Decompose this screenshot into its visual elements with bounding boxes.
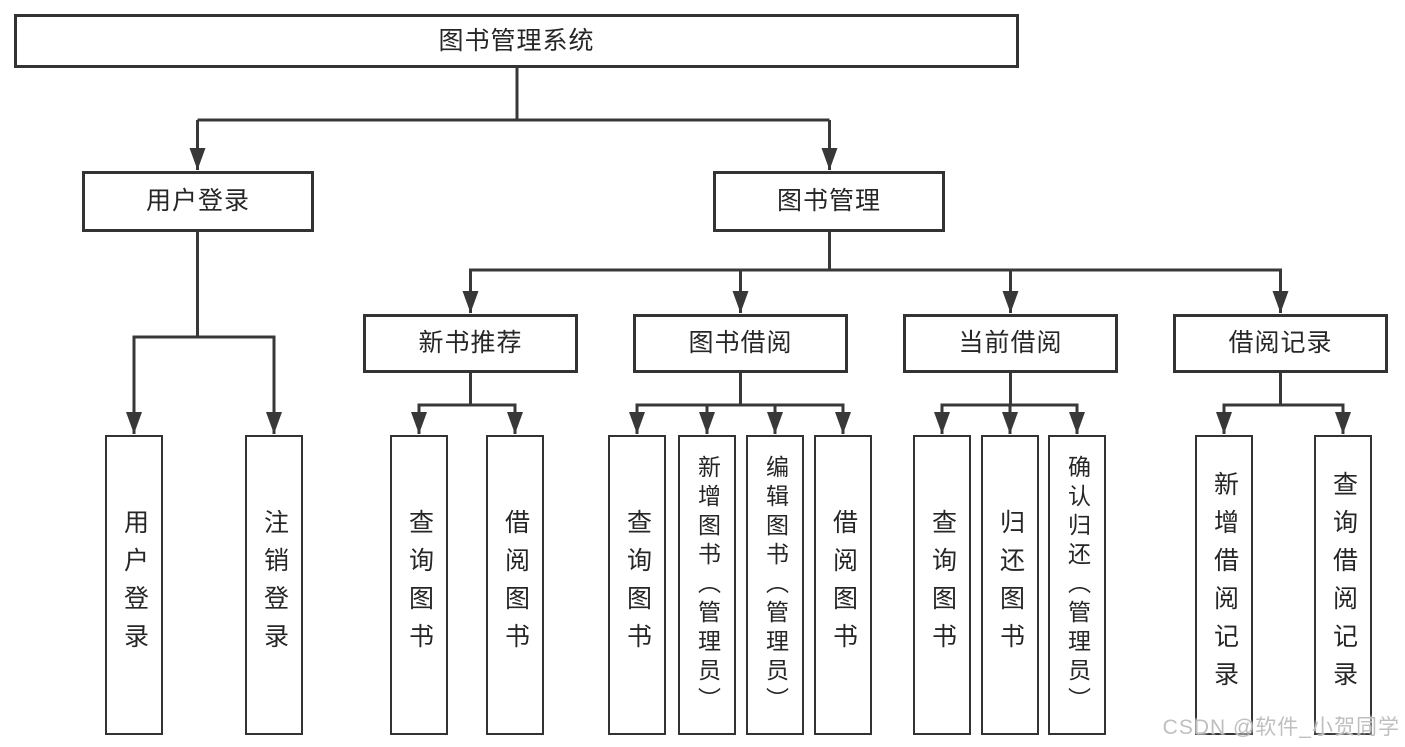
leaf-edit-books-admin: 编辑图书（管理员） xyxy=(746,435,804,735)
node-current-borrow: 当前借阅 xyxy=(903,314,1118,373)
leaf-logout: 注销登录 xyxy=(245,435,303,735)
node-book-borrow: 图书借阅 xyxy=(633,314,848,373)
node-library-system: 图书管理系统 xyxy=(14,14,1019,68)
leaf-return-books: 归还图书 xyxy=(981,435,1039,735)
leaf-borrow-books: 借阅图书 xyxy=(814,435,872,735)
node-user-login-branch: 用户登录 xyxy=(82,171,314,232)
node-borrow-records: 借阅记录 xyxy=(1173,314,1388,373)
leaf-add-borrow-record: 新增借阅记录 xyxy=(1195,435,1253,735)
leaf-user-login: 用户登录 xyxy=(105,435,163,735)
leaf-query-books-borrow: 查询图书 xyxy=(608,435,666,735)
node-book-management-branch: 图书管理 xyxy=(713,171,945,232)
leaf-confirm-return-admin: 确认归还（管理员） xyxy=(1048,435,1106,735)
leaf-borrow-books-recommend: 借阅图书 xyxy=(486,435,544,735)
leaf-query-books-current: 查询图书 xyxy=(913,435,971,735)
csdn-watermark: CSDN @软件_小贺同学 xyxy=(1162,716,1400,739)
leaf-add-books-admin: 新增图书（管理员） xyxy=(678,435,736,735)
leaf-query-borrow-record: 查询借阅记录 xyxy=(1314,435,1372,735)
node-new-book-recommend: 新书推荐 xyxy=(363,314,578,373)
leaf-query-books-recommend: 查询图书 xyxy=(390,435,448,735)
